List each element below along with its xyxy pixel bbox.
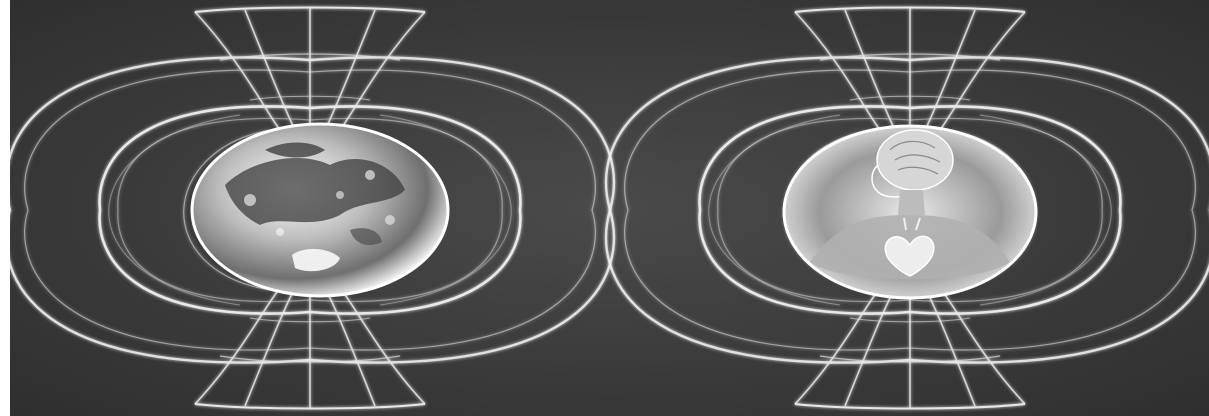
- toroidal-field-illustration: [10, 0, 1209, 416]
- earth-globe-icon: [192, 124, 448, 296]
- human-heart-icon: [784, 126, 1036, 298]
